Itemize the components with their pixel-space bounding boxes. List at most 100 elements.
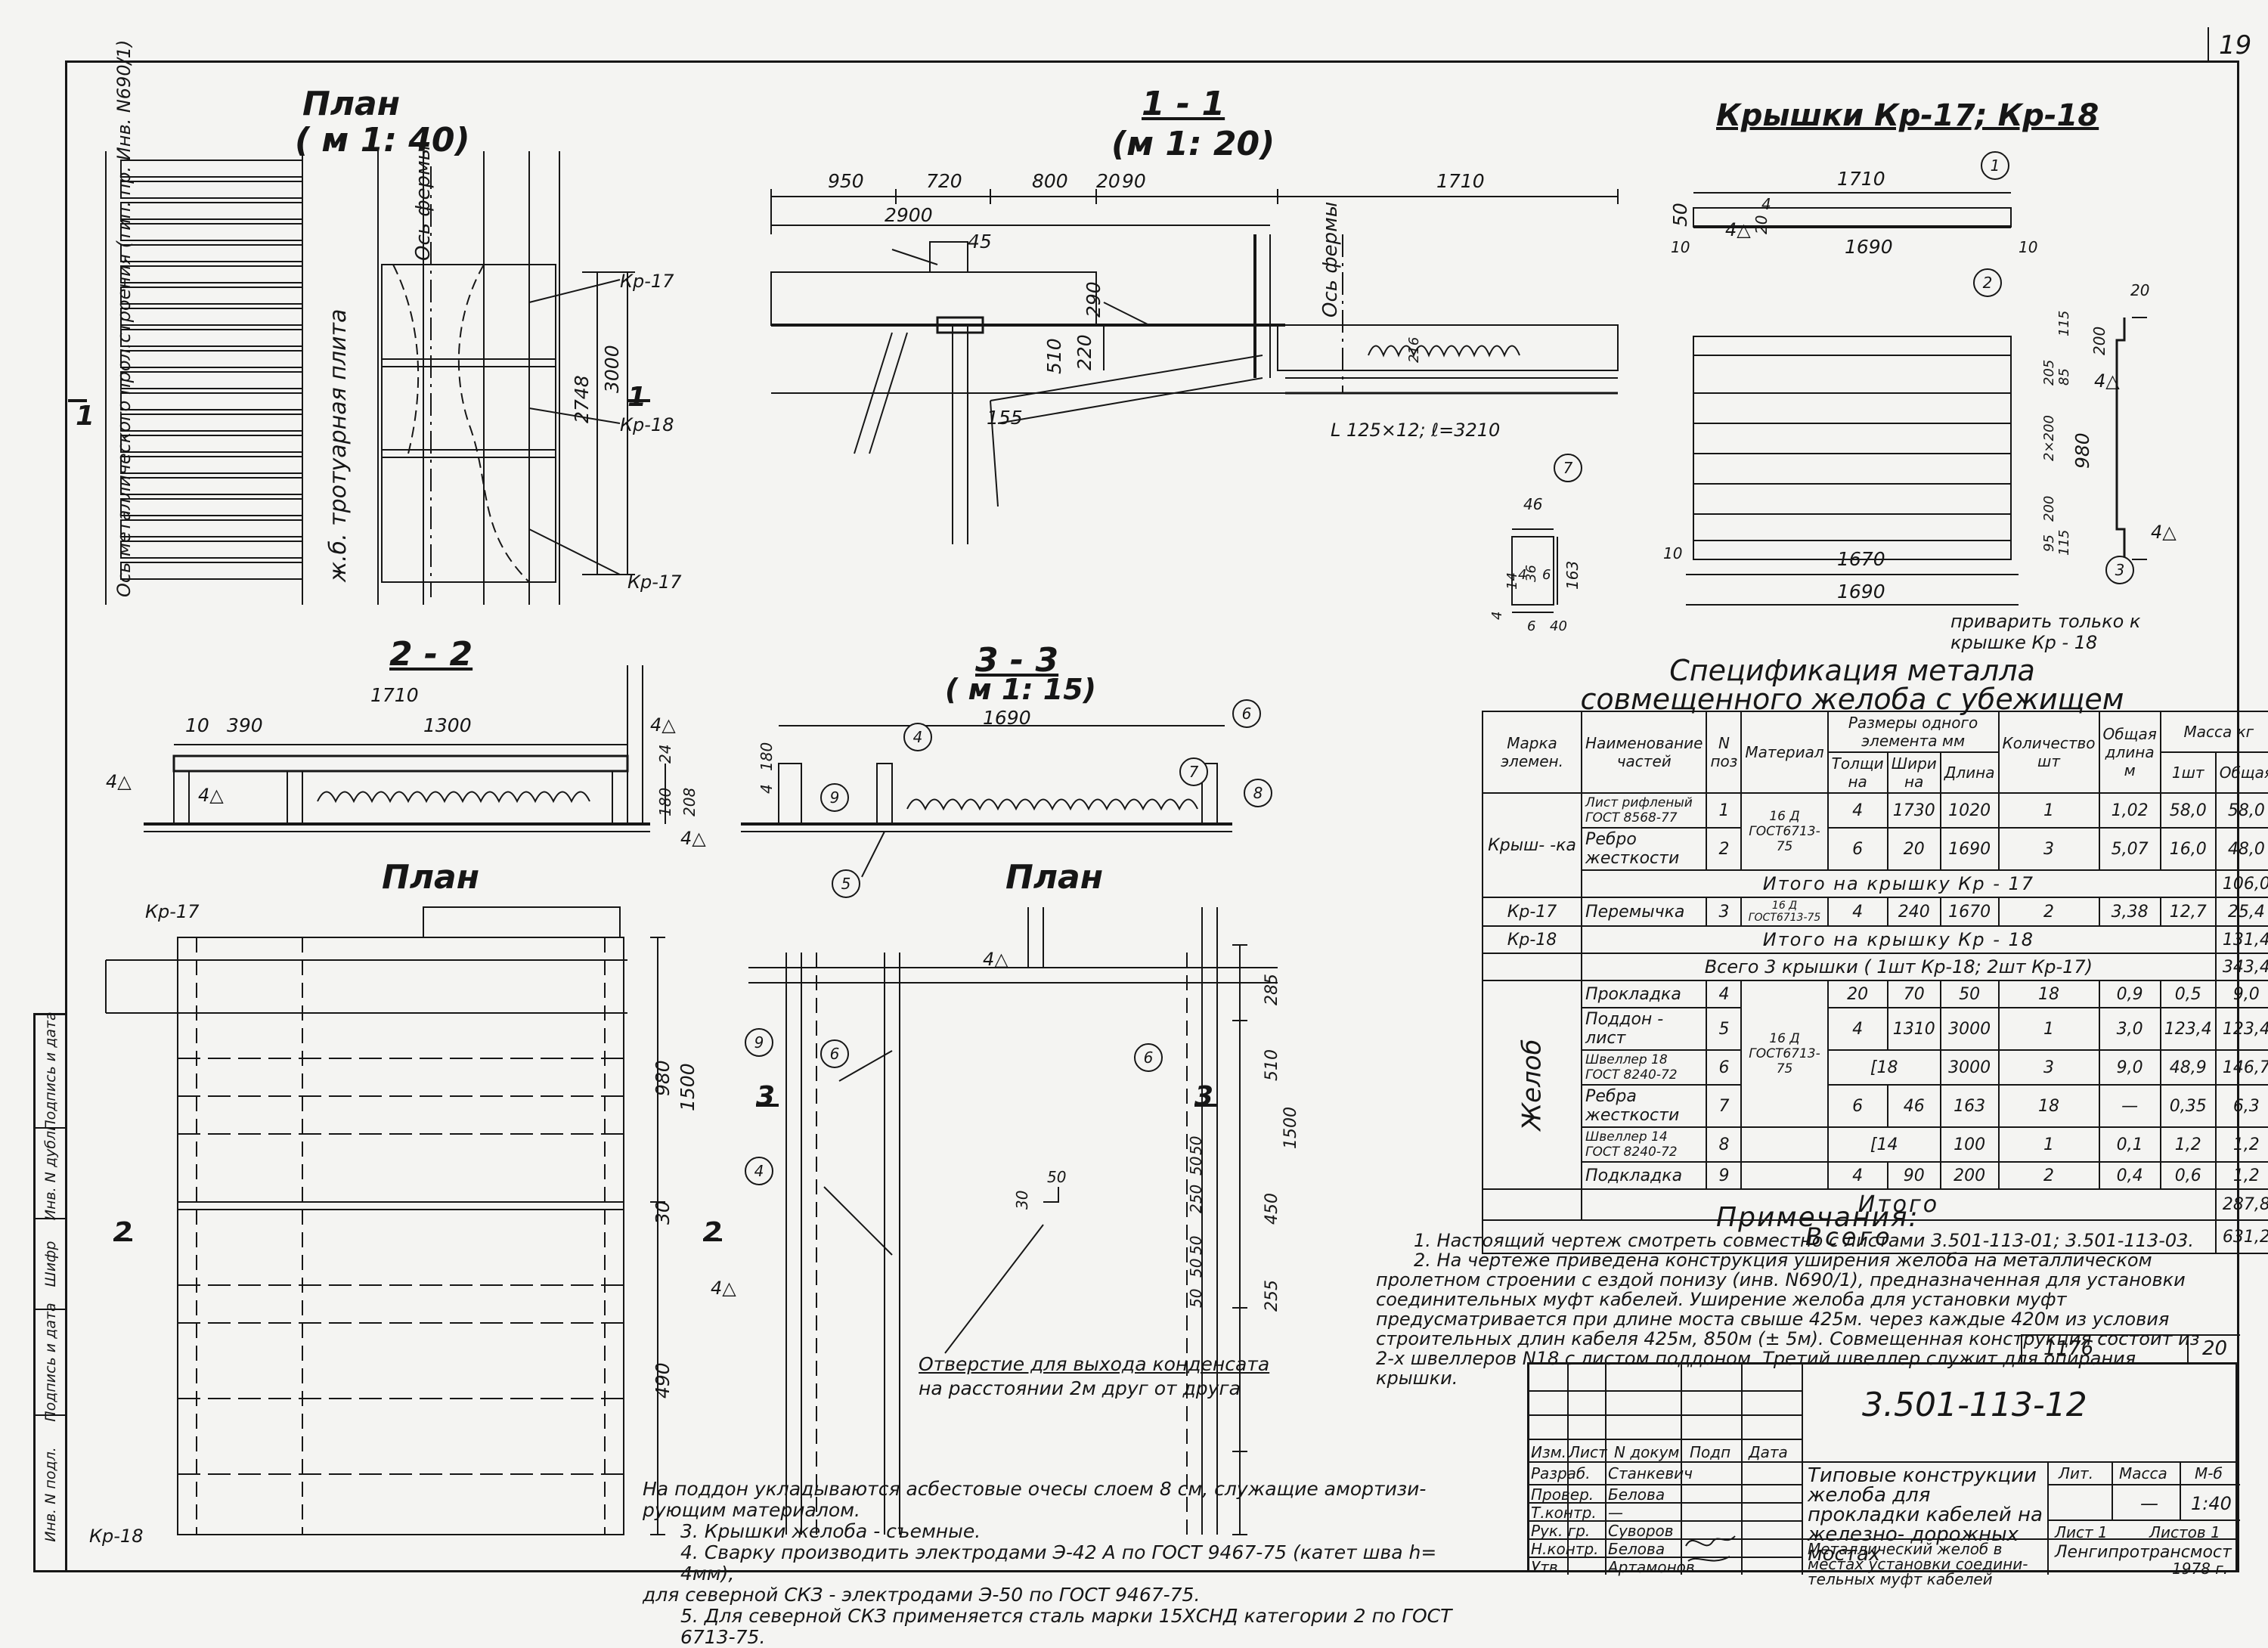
bubble-3: 3 (2105, 556, 2134, 584)
stamp-scale-label: М-б (2195, 1464, 2223, 1482)
stamp-col-sign: Подп (1690, 1443, 1731, 1461)
spec-cell: 1 (1997, 792, 2100, 829)
section-1-1-title: 1 - 1 (1142, 85, 1225, 123)
dim: 50 (1187, 1258, 1205, 1278)
dim: 24 (656, 744, 674, 764)
bubble-9: 9 (745, 1028, 773, 1057)
stamp-ref-1: 1176 (2043, 1337, 2094, 1360)
bottom-notes: На поддон укладываются асбестовые очесы … (643, 1479, 1489, 1648)
stamp-person: — (1608, 1504, 1623, 1522)
spec-cell: Итого на крышку Кр - 18 (1581, 925, 2217, 954)
bubble-1: 1 (1981, 151, 2009, 180)
dim: 10 (1663, 544, 1683, 562)
dim: 1690 (983, 707, 1031, 729)
spec-cell: 48,0 (2214, 827, 2268, 871)
dim: 4 (1761, 195, 1771, 213)
spec-table: Марка элемен. Наименование частей N поз … (1481, 711, 2268, 1254)
dim: 510 (1043, 338, 1065, 374)
dim: 50 (1047, 1168, 1067, 1186)
spec-cell: Поддон - лист (1581, 1007, 1708, 1051)
spec-cell: 90 (1886, 1161, 1941, 1190)
weld-mark: 4△ (2094, 370, 2120, 392)
spec-h-mass1: 1шт (2159, 751, 2217, 794)
stamp-col-list: Лист (1569, 1443, 1607, 1461)
spec-cell: Прокладка (1581, 980, 1708, 1008)
spec-cell: 20 (1826, 980, 1888, 1008)
spec-cell: 16 Д ГОСТ6713-75 (1740, 792, 1829, 871)
spec-cell: Кр-18 (1481, 925, 1583, 954)
table-row: Крыш- -ка Лист рифленый ГОСТ 8568-77 1 1… (1481, 792, 2268, 898)
spec-cell: 5 (1706, 1007, 1743, 1051)
spec-cell: 1,2 (2214, 1161, 2268, 1190)
spec-cell: 3,0 (2098, 1007, 2161, 1051)
spec-cell: 4 (1706, 980, 1743, 1008)
hole-note-2: на расстоянии 2м друг от друга (919, 1377, 1241, 1399)
spec-h-sizes: Размеры одного элемента мм (1826, 711, 2000, 753)
page-number: 19 (2219, 30, 2252, 60)
spec-cell: Итого (1581, 1188, 2217, 1221)
table-row: Итого 287,8 (1481, 1188, 2268, 1221)
dim: 180 (758, 742, 776, 771)
stamp-person: Суворов (1608, 1522, 1674, 1540)
dim: 155 (987, 407, 1023, 429)
section-2-2-drawing (144, 665, 666, 832)
spec-cell: 131,4 (2214, 925, 2268, 954)
spec-cell: 9 (1706, 1161, 1743, 1190)
section-3-3-drawing (741, 725, 1232, 878)
spec-cell: 6 (1706, 1049, 1743, 1086)
dim: 6 (1527, 618, 1536, 634)
spec-cell: — (2098, 1084, 2161, 1128)
weld-mark: 4△ (680, 828, 706, 849)
notes-title: Примечания: (1716, 1202, 1919, 1233)
plan-top-title: План (302, 85, 401, 123)
side-stamp-cell: Подпись и дата (36, 1011, 65, 1131)
spec-cell: Лист рифленый ГОСТ 8568-77 (1581, 792, 1708, 829)
spec-cell: 1 (1706, 792, 1743, 829)
table-row: Ребра жесткости 7 6 46 163 18 — 0,35 6,3 (1483, 1084, 2268, 1128)
dim: 30 (652, 1200, 674, 1225)
spec-cell: 287,8 (2214, 1188, 2268, 1221)
spec-cell: 18 (1997, 980, 2100, 1008)
dim: 50 (1187, 1288, 1205, 1308)
weld-mark: 4△ (650, 714, 676, 736)
dim: 800 (1032, 170, 1068, 192)
spec-cell (1481, 953, 1583, 981)
table-row: Кр-17 Перемычка 3 16 Д ГОСТ6713-75 4 240… (1481, 897, 2268, 927)
stamp-col-date: Дата (1749, 1443, 1788, 1461)
spec-cell: 20 (1886, 827, 1941, 871)
spec-cell: 58,0 (2214, 792, 2268, 829)
weld-mark: 4△ (983, 949, 1009, 970)
spec-cell: 2 (1706, 827, 1743, 871)
spec-h-mass: Масса кг (2159, 711, 2268, 753)
dim: 20 (1096, 170, 1120, 192)
spec-cell: 16 Д ГОСТ6713-75 (1740, 897, 1829, 927)
axis-text: Ось металлического прол.строения (тип. п… (113, 39, 135, 597)
dim: 2900 (885, 204, 933, 226)
spec-cell: 0,6 (2159, 1161, 2217, 1190)
dim: 208 (680, 787, 699, 816)
covers-drawing (1686, 192, 2147, 606)
spec-cell: 1020 (1939, 792, 2000, 829)
spec-cell: 2 (1997, 897, 2100, 927)
note-line: На поддон укладываются асбестовые очесы … (643, 1478, 1427, 1500)
dim: 1300 (423, 714, 472, 736)
note-line: 4. Сварку производить электродами Э-42 А… (680, 1541, 1437, 1584)
dim: 50 (1187, 1235, 1205, 1255)
title-block: 3.501-113-12 Изм. Лист N докум Подп Дата… (1527, 1334, 2240, 1587)
dim: 90 (1122, 170, 1146, 192)
spec-cell: 343,4 (2214, 953, 2268, 981)
bubble-7: 7 (1179, 757, 1208, 786)
dim: 450 (1263, 1193, 1281, 1225)
slab-text: ж.б. тротуарная плита (325, 308, 352, 582)
dim: 250 (1187, 1184, 1205, 1213)
dim: 205 (2041, 359, 2057, 386)
cover-weld-note: приварить только к крышке Кр - 18 (1950, 611, 2141, 653)
spec-cell: 146,7 (2214, 1049, 2268, 1086)
spec-cell: 0,5 (2159, 980, 2217, 1008)
bubble-8: 8 (1244, 779, 1272, 807)
spec-cell: 1730 (1886, 792, 1941, 829)
dim: 290 (1083, 281, 1105, 318)
stamp-person: Белова (1608, 1540, 1665, 1558)
spec-cell: 4 (1826, 1007, 1888, 1051)
truss-axis-label: Ось фермы (1319, 201, 1342, 318)
